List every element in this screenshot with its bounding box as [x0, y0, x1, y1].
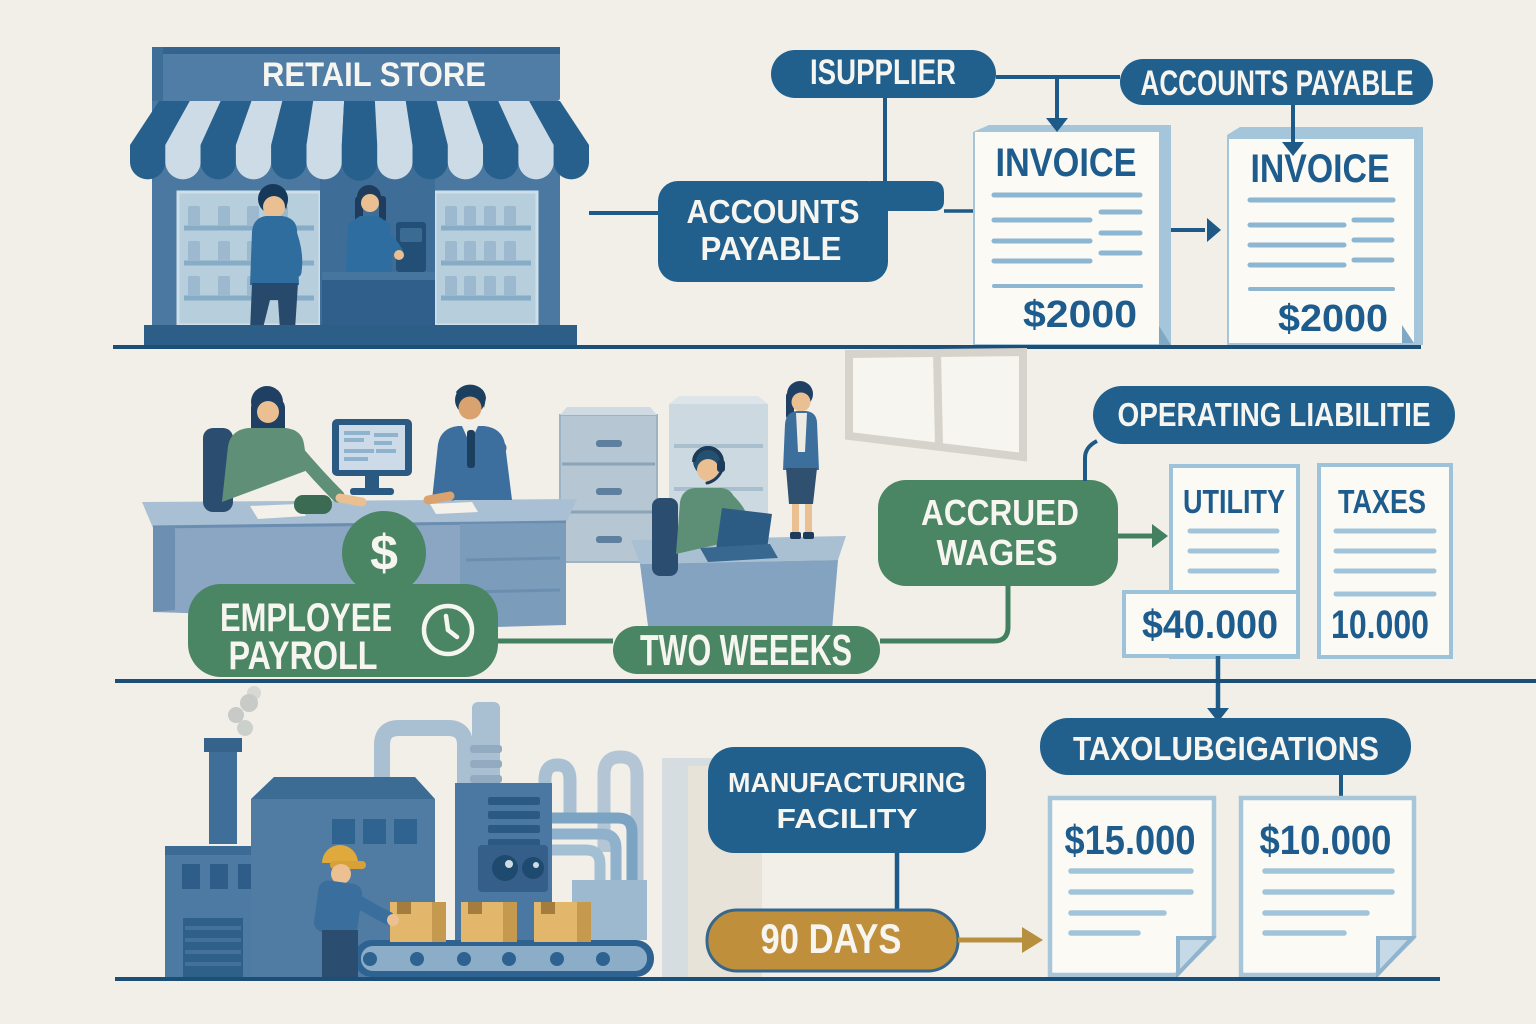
svg-text:ACCOUNTS PAYABLE: ACCOUNTS PAYABLE	[1141, 64, 1414, 103]
svg-text:UTILITY: UTILITY	[1183, 483, 1285, 520]
svg-text:INVOICE: INVOICE	[996, 141, 1137, 185]
svg-text:PAYABLE: PAYABLE	[701, 230, 842, 267]
svg-text:INVOICE: INVOICE	[1251, 147, 1390, 191]
svg-text:OPERATING LIABILITIE: OPERATING LIABILITIE	[1118, 396, 1431, 433]
svg-text:10.000: 10.000	[1331, 603, 1429, 647]
svg-text:WAGES: WAGES	[937, 532, 1058, 573]
svg-text:$2000: $2000	[1023, 294, 1137, 336]
svg-text:TAXES: TAXES	[1338, 483, 1426, 520]
svg-text:90 DAYS: 90 DAYS	[761, 915, 902, 962]
svg-text:ACCOUNTS: ACCOUNTS	[687, 193, 860, 230]
svg-text:$40.000: $40.000	[1142, 603, 1278, 647]
svg-text:EMPLOYEE: EMPLOYEE	[220, 596, 392, 640]
svg-text:TAXOLUBGIGATIONS: TAXOLUBGIGATIONS	[1073, 730, 1379, 767]
svg-text:TWO WEEEKS: TWO WEEEKS	[640, 626, 852, 675]
svg-text:$15.000: $15.000	[1065, 817, 1196, 863]
svg-text:ACCRUED: ACCRUED	[921, 492, 1079, 533]
svg-text:PAYROLL: PAYROLL	[229, 634, 378, 678]
svg-text:FACILITY: FACILITY	[777, 803, 918, 834]
svg-text:ISUPPLIER: ISUPPLIER	[810, 53, 956, 92]
svg-text:$: $	[370, 525, 398, 581]
svg-text:RETAIL STORE: RETAIL STORE	[262, 56, 486, 94]
svg-text:MANUFACTURING: MANUFACTURING	[728, 767, 966, 798]
svg-text:$10.000: $10.000	[1260, 817, 1392, 863]
svg-text:$2000: $2000	[1278, 298, 1388, 340]
